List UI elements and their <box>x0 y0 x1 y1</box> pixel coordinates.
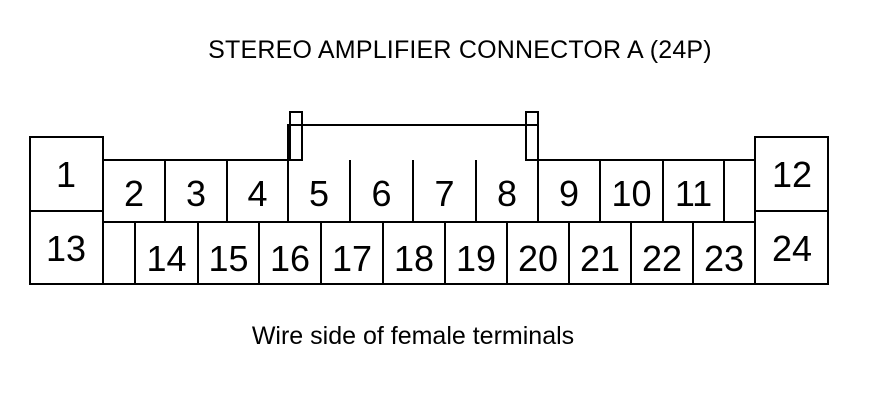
pin-label-19: 19 <box>456 238 496 279</box>
pin-label-15: 15 <box>208 238 248 279</box>
pin-label-7: 7 <box>434 173 454 214</box>
lock-tab-left <box>289 111 303 161</box>
pin-label-12: 12 <box>772 154 812 195</box>
pin-label-11: 11 <box>675 173 712 214</box>
pin-label-1: 1 <box>56 154 76 195</box>
pin-label-18: 18 <box>394 238 434 279</box>
pin-label-21: 21 <box>580 238 620 279</box>
cell-dividers <box>134 160 725 284</box>
pin-label-24: 24 <box>772 228 812 269</box>
pin-label-5: 5 <box>309 173 329 214</box>
pin-label-20: 20 <box>518 238 558 279</box>
pin-label-4: 4 <box>247 173 267 214</box>
pin-label-22: 22 <box>642 238 682 279</box>
diagram-caption: Wire side of female terminals <box>251 322 575 350</box>
pin-label-23: 23 <box>704 238 744 279</box>
pin-label-2: 2 <box>124 173 144 214</box>
pin-label-16: 16 <box>270 238 310 279</box>
pin-label-17: 17 <box>332 238 372 279</box>
pin-label-3: 3 <box>186 173 206 214</box>
pin-label-14: 14 <box>146 238 186 279</box>
pin-label-10: 10 <box>611 173 651 214</box>
pin-label-9: 9 <box>559 173 579 214</box>
diagram-title: STEREO AMPLIFIER CONNECTOR A (24P) <box>208 36 712 64</box>
lock-tab-right <box>525 111 539 161</box>
pin-label-8: 8 <box>497 173 517 214</box>
pin-label-6: 6 <box>371 173 391 214</box>
pin-label-13: 13 <box>46 228 86 269</box>
